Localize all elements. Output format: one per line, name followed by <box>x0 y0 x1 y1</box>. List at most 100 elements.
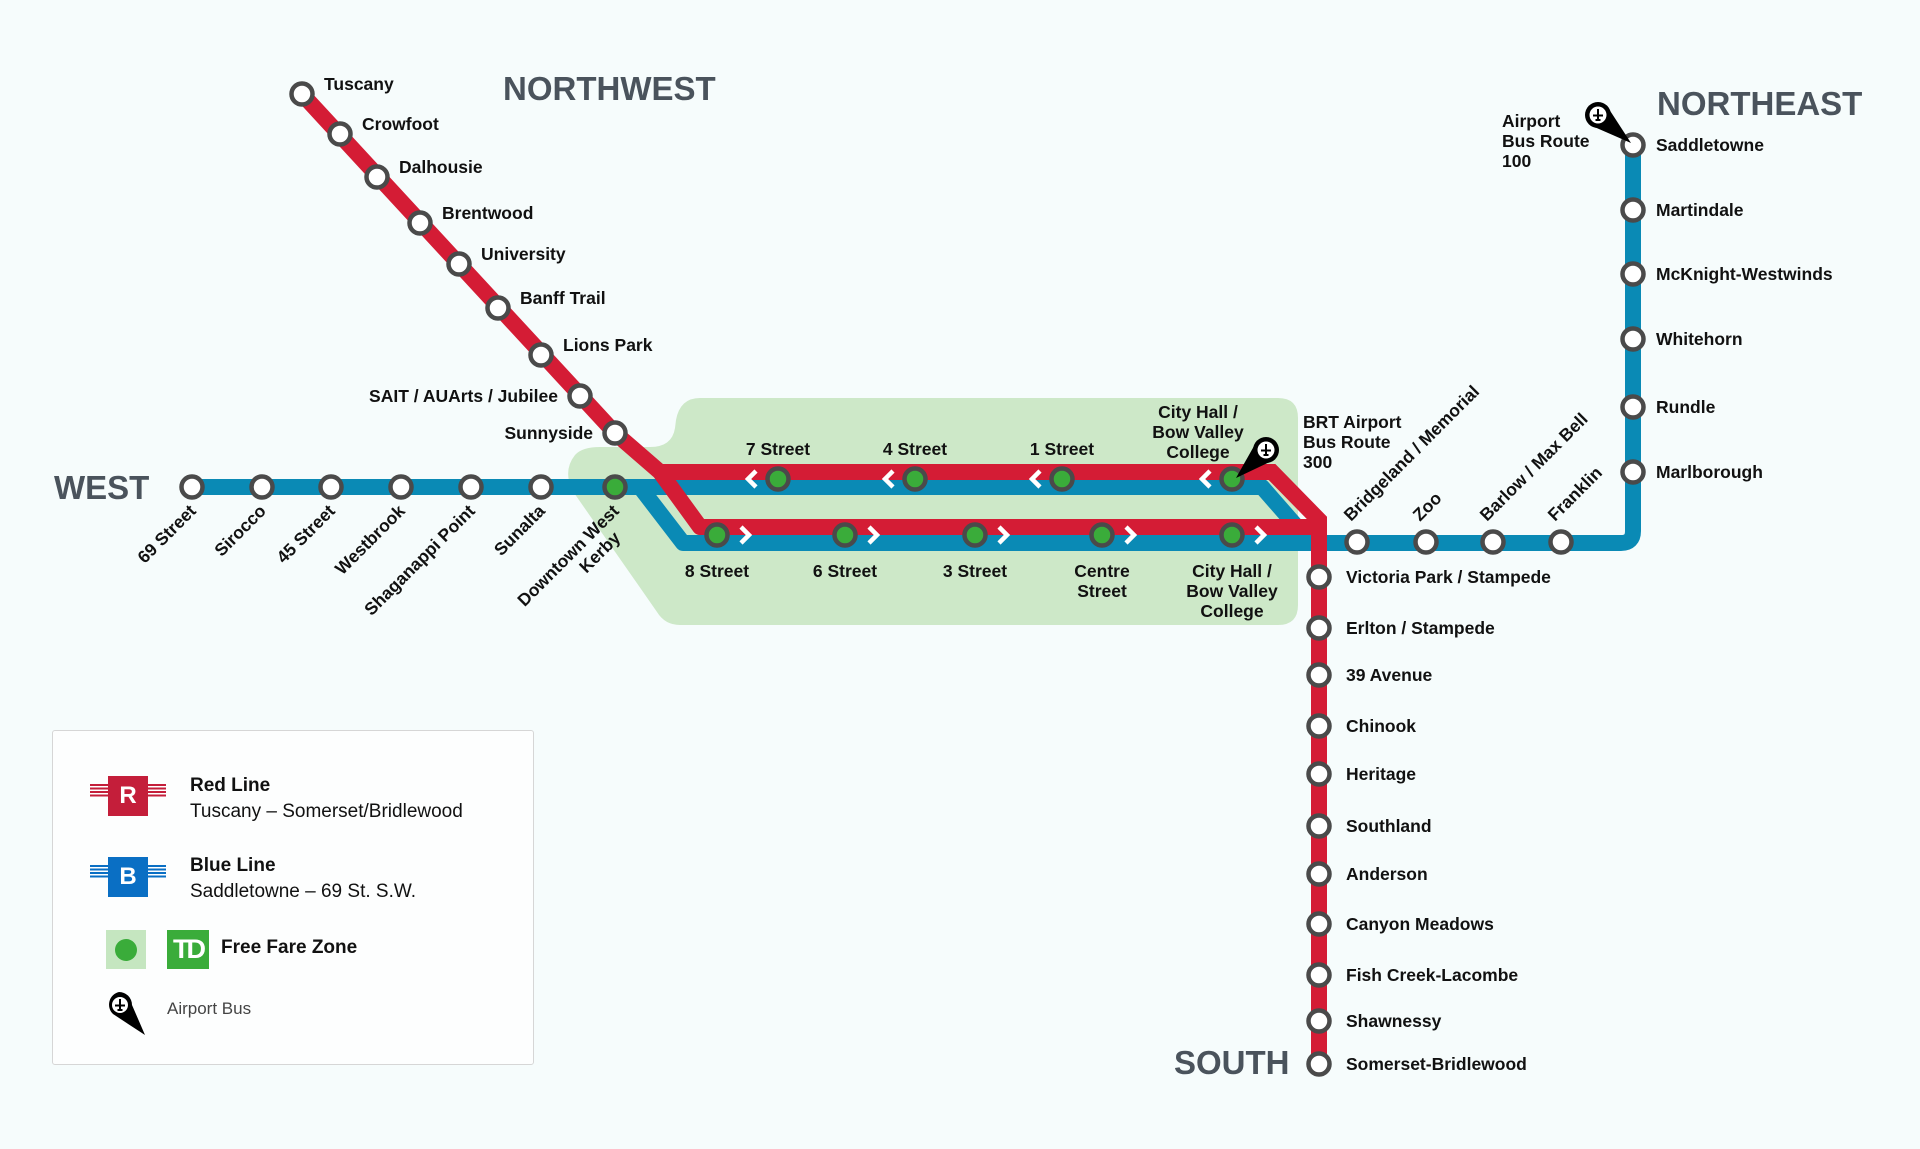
station-7-street[interactable] <box>765 466 791 492</box>
station-sirocco[interactable] <box>249 474 275 500</box>
red-line-south-track <box>660 464 1327 1064</box>
station-centre-street[interactable] <box>1089 522 1115 548</box>
station-45-street[interactable] <box>318 474 344 500</box>
station-1-street[interactable] <box>1049 466 1075 492</box>
eastbound-arrow-icon <box>1124 525 1138 545</box>
station-label: Heritage <box>1346 764 1416 784</box>
blue-line-downtown-track <box>640 479 1304 533</box>
station-erlton-stampede[interactable] <box>1306 615 1332 641</box>
legend-blue-title: Blue Line <box>190 855 276 876</box>
station-anderson[interactable] <box>1306 861 1332 887</box>
direction-arrows-layer <box>739 469 1268 545</box>
free-fare-station-icon <box>106 930 146 969</box>
station-banff-trail[interactable] <box>485 295 511 321</box>
station-label: Martindale <box>1656 200 1744 220</box>
station-label: Fish Creek-Lacombe <box>1346 965 1518 985</box>
eastbound-arrow-icon <box>867 525 881 545</box>
eastbound-arrow-icon <box>1254 525 1268 545</box>
td-logo-icon: TD <box>167 930 209 969</box>
station-label: Chinook <box>1346 716 1416 736</box>
station-tuscany[interactable] <box>289 81 315 107</box>
legend-free-fare-title: Free Fare Zone <box>221 937 358 958</box>
eastbound-arrow-icon <box>997 525 1011 545</box>
region-label-west: WEST <box>54 469 149 506</box>
station-rundle[interactable] <box>1620 394 1646 420</box>
blue-line-badge-icon: B <box>108 857 148 897</box>
station-label: SAIT / AUArts / Jubilee <box>369 386 558 406</box>
station-university[interactable] <box>446 251 472 277</box>
legend-panel: R Red Line Tuscany – Somerset/Bridlewood… <box>52 730 534 1065</box>
station-label: Franklin <box>1544 463 1606 525</box>
station-label: Southland <box>1346 816 1432 836</box>
station-label: 45 Street <box>272 501 339 568</box>
station-downtown-west-kerby[interactable] <box>602 474 628 500</box>
station-mcknight-westwinds[interactable] <box>1620 261 1646 287</box>
station-label: 7 Street <box>746 439 810 459</box>
station-4-street[interactable] <box>902 466 928 492</box>
station-label: Lions Park <box>563 335 653 355</box>
station-label: 3 Street <box>943 561 1007 581</box>
station-label: Erlton / Stampede <box>1346 618 1495 638</box>
station-label: Bridgeland / Memorial <box>1340 381 1483 524</box>
westbound-arrow-icon <box>881 469 895 489</box>
westbound-arrow-icon <box>1028 469 1042 489</box>
station-zoo[interactable] <box>1413 529 1439 555</box>
station-label: Sunnyside <box>505 423 594 443</box>
legend-airport-title: Airport Bus <box>167 999 252 1018</box>
station-69-street[interactable] <box>179 474 205 500</box>
station-3-street[interactable] <box>962 522 988 548</box>
airplane-icon <box>1261 444 1271 456</box>
station-label: Tuscany <box>324 74 394 94</box>
station-shaganappi-point[interactable] <box>458 474 484 500</box>
station-canyon-meadows[interactable] <box>1306 911 1332 937</box>
station-city-hall-bow-valley-college[interactable] <box>1219 466 1245 492</box>
station-crowfoot[interactable] <box>327 121 353 147</box>
station-city-hall-bow-valley-college[interactable] <box>1219 522 1245 548</box>
station-label: Rundle <box>1656 397 1716 417</box>
station-dalhousie[interactable] <box>364 164 390 190</box>
station-somerset-bridlewood[interactable] <box>1306 1051 1332 1077</box>
station-martindale[interactable] <box>1620 197 1646 223</box>
station-label: Somerset-Bridlewood <box>1346 1054 1527 1074</box>
station-label: Canyon Meadows <box>1346 914 1494 934</box>
station-label: Sunalta <box>490 501 549 560</box>
station-marlborough[interactable] <box>1620 459 1646 485</box>
region-label-south: SOUTH <box>1174 1044 1290 1081</box>
station-label: Whitehorn <box>1656 329 1743 349</box>
station-fish-creek-lacombe[interactable] <box>1306 962 1332 988</box>
station-bridgeland-memorial[interactable] <box>1344 529 1370 555</box>
station-label: Dalhousie <box>399 157 483 177</box>
station-label: Saddletowne <box>1656 135 1764 155</box>
station-westbrook[interactable] <box>388 474 414 500</box>
station-label: Anderson <box>1346 864 1428 884</box>
station-label: Zoo <box>1409 488 1446 525</box>
station-6-street[interactable] <box>832 522 858 548</box>
eastbound-arrow-icon <box>739 525 753 545</box>
station-sunalta[interactable] <box>528 474 554 500</box>
station-label: McKnight-Westwinds <box>1656 264 1833 284</box>
station-lions-park[interactable] <box>528 342 554 368</box>
station-label: 39 Avenue <box>1346 665 1433 685</box>
airport-pin-downtown-icon <box>1236 437 1279 478</box>
station-heritage[interactable] <box>1306 761 1332 787</box>
station-whitehorn[interactable] <box>1620 326 1646 352</box>
station-victoria-park-stampede[interactable] <box>1306 564 1332 590</box>
region-label-northwest: NORTHWEST <box>503 70 716 107</box>
westbound-arrow-icon <box>1198 469 1212 489</box>
station-brentwood[interactable] <box>407 210 433 236</box>
station-barlow-max-bell[interactable] <box>1480 529 1506 555</box>
legend-red-subtitle: Tuscany – Somerset/Bridlewood <box>190 801 463 822</box>
station-chinook[interactable] <box>1306 713 1332 739</box>
station-label: Shawnessy <box>1346 1011 1442 1031</box>
station-sait-auarts-jubilee[interactable] <box>567 383 593 409</box>
station-southland[interactable] <box>1306 813 1332 839</box>
station-franklin[interactable] <box>1548 529 1574 555</box>
airport-pin-northeast-icon <box>1585 102 1631 143</box>
station-8-street[interactable] <box>704 522 730 548</box>
station-39-avenue[interactable] <box>1306 662 1332 688</box>
station-shawnessy[interactable] <box>1306 1008 1332 1034</box>
station-sunnyside[interactable] <box>602 420 628 446</box>
